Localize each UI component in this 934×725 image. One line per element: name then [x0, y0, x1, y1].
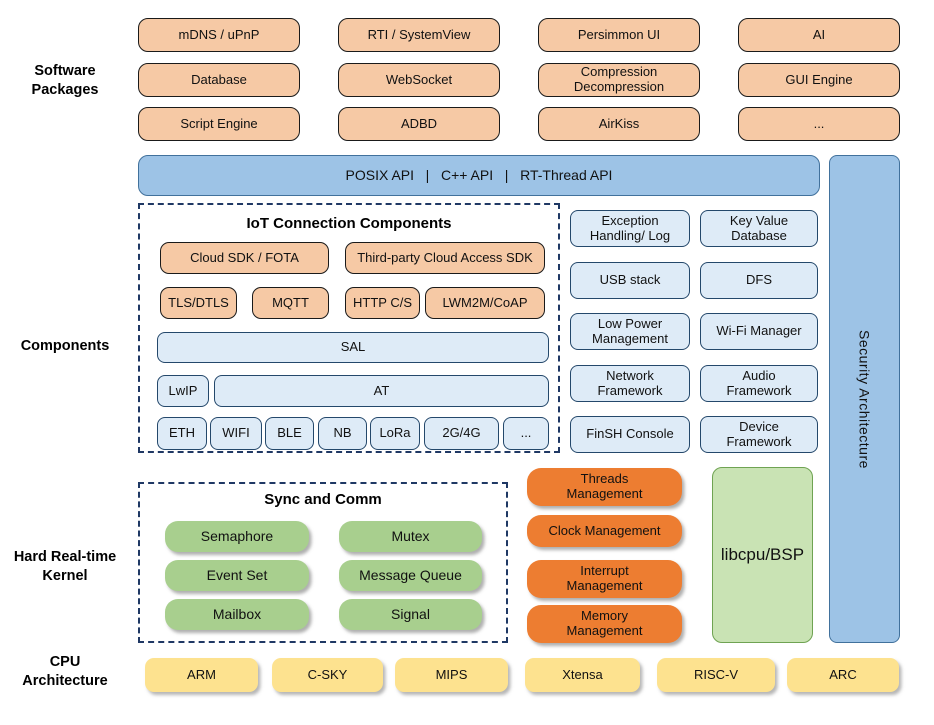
- section-label-components: Components: [20, 338, 110, 354]
- cpu-box-mips: MIPS: [395, 658, 508, 692]
- cpu-box-c-sky: C-SKY: [272, 658, 383, 692]
- kernel-box-signal: Signal: [339, 599, 482, 630]
- section-label-software-packages: Software Packages: [31, 63, 99, 98]
- service-box-exception-handling-log: Exception Handling/ Log: [570, 210, 690, 247]
- service-box-finsh-console: FinSH Console: [570, 416, 690, 453]
- service-box-dfs: DFS: [700, 262, 818, 299]
- kernel-box-event-set: Event Set: [165, 560, 309, 591]
- iot-link-ble: BLE: [265, 417, 314, 450]
- package-box-mdns-upnp: mDNS / uPnP: [138, 18, 300, 52]
- libcpu-bsp-box: libcpu/BSP: [712, 467, 813, 643]
- package-box-gui-engine: GUI Engine: [738, 63, 900, 97]
- sync-and-comm-group: Sync and Comm Semaphore Mutex Event Set …: [138, 482, 508, 643]
- package-box-rti-systemview: RTI / SystemView: [338, 18, 500, 52]
- kernel-box-message-queue: Message Queue: [339, 560, 482, 591]
- kernel-box-interrupt-management: Interrupt Management: [527, 560, 682, 598]
- package-box-airkiss: AirKiss: [538, 107, 700, 141]
- package-box-websocket: WebSocket: [338, 63, 500, 97]
- package-box-database: Database: [138, 63, 300, 97]
- kernel-box-clock-management: Clock Management: [527, 515, 682, 547]
- iot-link-nb: NB: [318, 417, 367, 450]
- cpu-box-risc-v: RISC-V: [657, 658, 775, 692]
- kernel-box-mailbox: Mailbox: [165, 599, 309, 630]
- service-box-audio-framework: Audio Framework: [700, 365, 818, 402]
- api-layer-label: POSIX API | C++ API | RT-Thread API: [345, 167, 613, 184]
- package-box-ai: AI: [738, 18, 900, 52]
- service-box-key-value-database: Key Value Database: [700, 210, 818, 247]
- service-box-low-power-management: Low Power Management: [570, 313, 690, 350]
- iot-box-sal: SAL: [157, 332, 549, 363]
- cpu-box-arm: ARM: [145, 658, 258, 692]
- iot-box-http-cs: HTTP C/S: [345, 287, 420, 319]
- iot-box-cloud-sdk-fota: Cloud SDK / FOTA: [160, 242, 329, 274]
- package-box-script-engine: Script Engine: [138, 107, 300, 141]
- iot-box-lwip: LwIP: [157, 375, 209, 407]
- sync-comm-title: Sync and Comm: [264, 491, 382, 508]
- cpu-box-xtensa: Xtensa: [525, 658, 640, 692]
- cpu-box-arc: ARC: [787, 658, 899, 692]
- iot-link-more: ...: [503, 417, 549, 450]
- service-box-device-framework: Device Framework: [700, 416, 818, 453]
- kernel-box-memory-management: Memory Management: [527, 605, 682, 643]
- package-box-compression: Compression Decompression: [538, 63, 700, 97]
- package-box-persimmon-ui: Persimmon UI: [538, 18, 700, 52]
- iot-link-lora: LoRa: [370, 417, 420, 450]
- service-box-usb-stack: USB stack: [570, 262, 690, 299]
- iot-link-2g4g: 2G/4G: [424, 417, 499, 450]
- iot-box-lwm2m-coap: LWM2M/CoAP: [425, 287, 545, 319]
- service-box-network-framework: Network Framework: [570, 365, 690, 402]
- iot-box-mqtt: MQTT: [252, 287, 329, 319]
- security-architecture-bar: Security Architecture: [829, 155, 900, 643]
- kernel-box-threads-management: Threads Management: [527, 468, 682, 506]
- security-architecture-label: Security Architecture: [856, 329, 873, 469]
- iot-group-title: IoT Connection Components: [246, 215, 452, 232]
- iot-box-at: AT: [214, 375, 549, 407]
- iot-link-eth: ETH: [157, 417, 207, 450]
- api-layer-bar: POSIX API | C++ API | RT-Thread API: [138, 155, 820, 196]
- section-label-cpu-architecture: CPU Architecture: [22, 654, 108, 689]
- iot-box-tls-dtls: TLS/DTLS: [160, 287, 237, 319]
- package-box-adbd: ADBD: [338, 107, 500, 141]
- kernel-box-mutex: Mutex: [339, 521, 482, 552]
- section-label-kernel: Hard Real-time Kernel: [13, 549, 117, 584]
- iot-connection-components-group: IoT Connection Components Cloud SDK / FO…: [138, 203, 560, 453]
- package-box-more: ...: [738, 107, 900, 141]
- service-box-wifi-manager: Wi-Fi Manager: [700, 313, 818, 350]
- iot-link-wifi: WIFI: [210, 417, 262, 450]
- iot-box-third-party-sdk: Third-party Cloud Access SDK: [345, 242, 545, 274]
- kernel-box-semaphore: Semaphore: [165, 521, 309, 552]
